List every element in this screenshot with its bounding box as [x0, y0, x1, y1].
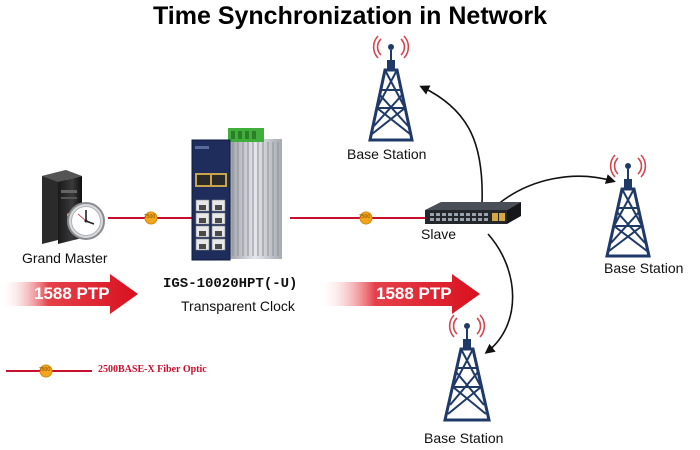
- ptp-arrow-right-icon: [318, 274, 480, 314]
- arrow-to-bottom-station: [484, 233, 514, 354]
- base-station-bottom-label: Base Station: [424, 430, 504, 446]
- slave-label: Slave: [421, 226, 457, 242]
- page-title: Time Synchronization in Network: [152, 2, 548, 30]
- base-station-right-label: Base Station: [604, 260, 684, 276]
- switch-role-label: Transparent Clock: [181, 298, 295, 314]
- sync-arrows: [419, 85, 616, 354]
- switch-model-label: IGS-10020HPT(-U): [163, 276, 298, 292]
- base-station-top-label: Base Station: [347, 146, 427, 162]
- ptp-label-right: 1588 PTP: [376, 284, 452, 303]
- link-badge-label: 2500: [144, 214, 156, 220]
- ptp-arrow-left-icon: [0, 274, 138, 314]
- antenna-tower-icon-right: [605, 154, 651, 258]
- link-badge-label-2: 2500: [359, 214, 371, 220]
- legend-label: 2500BASE-X Fiber Optic: [98, 364, 207, 375]
- antenna-tower-icon-bottom: [443, 314, 491, 422]
- arrow-to-top-station: [419, 85, 483, 205]
- antenna-tower-icon-top: [368, 35, 414, 142]
- arrow-to-right-station: [496, 174, 616, 206]
- industrial-switch-icon: [191, 128, 282, 261]
- grand-master-label: Grand Master: [22, 250, 108, 266]
- clock-icon: [67, 202, 105, 240]
- legend-badge-label: 2500: [39, 367, 51, 373]
- grand-master-server-icon: [42, 170, 82, 244]
- slave-switch-icon: [425, 202, 521, 224]
- ptp-label-left: 1588 PTP: [34, 284, 110, 303]
- legend-fiber-icon: [6, 364, 92, 378]
- link-badge-icon: [144, 211, 373, 225]
